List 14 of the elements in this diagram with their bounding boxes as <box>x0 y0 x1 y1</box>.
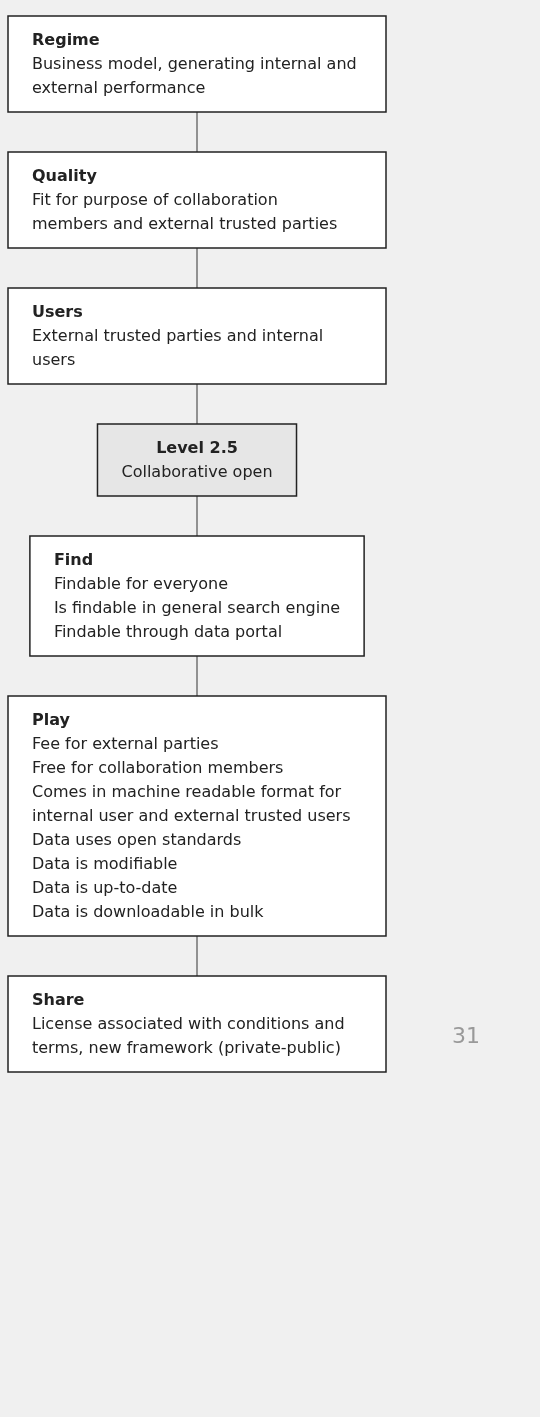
page-number: 31 <box>452 1023 480 1048</box>
connector <box>196 383 198 425</box>
node-box: Find Findable for everyone Is findable in general search engine Findable through data portal <box>29 535 365 657</box>
connector <box>196 111 198 153</box>
node-box: Play Fee for external parties Free for collaboration members Comes in machine readable format for internal user and external trusted users Data uses open standards Data is modifiable Data is up-to-date Data is downloadable in bulk <box>7 695 387 937</box>
connector <box>196 655 198 697</box>
connector <box>196 935 198 977</box>
node-box: Users External trusted parties and internal users <box>7 287 387 385</box>
node-box: Level 2.5 Collaborative open <box>96 423 298 497</box>
node-box: Regime Business model, generating internal and external performance <box>7 15 387 113</box>
node-box: Quality Fit for purpose of collaboration members and external trusted parties <box>7 151 387 249</box>
connector <box>196 247 198 289</box>
node-box: Share License associated with conditions and terms, new framework (private-public) <box>7 975 387 1073</box>
connector <box>196 495 198 537</box>
